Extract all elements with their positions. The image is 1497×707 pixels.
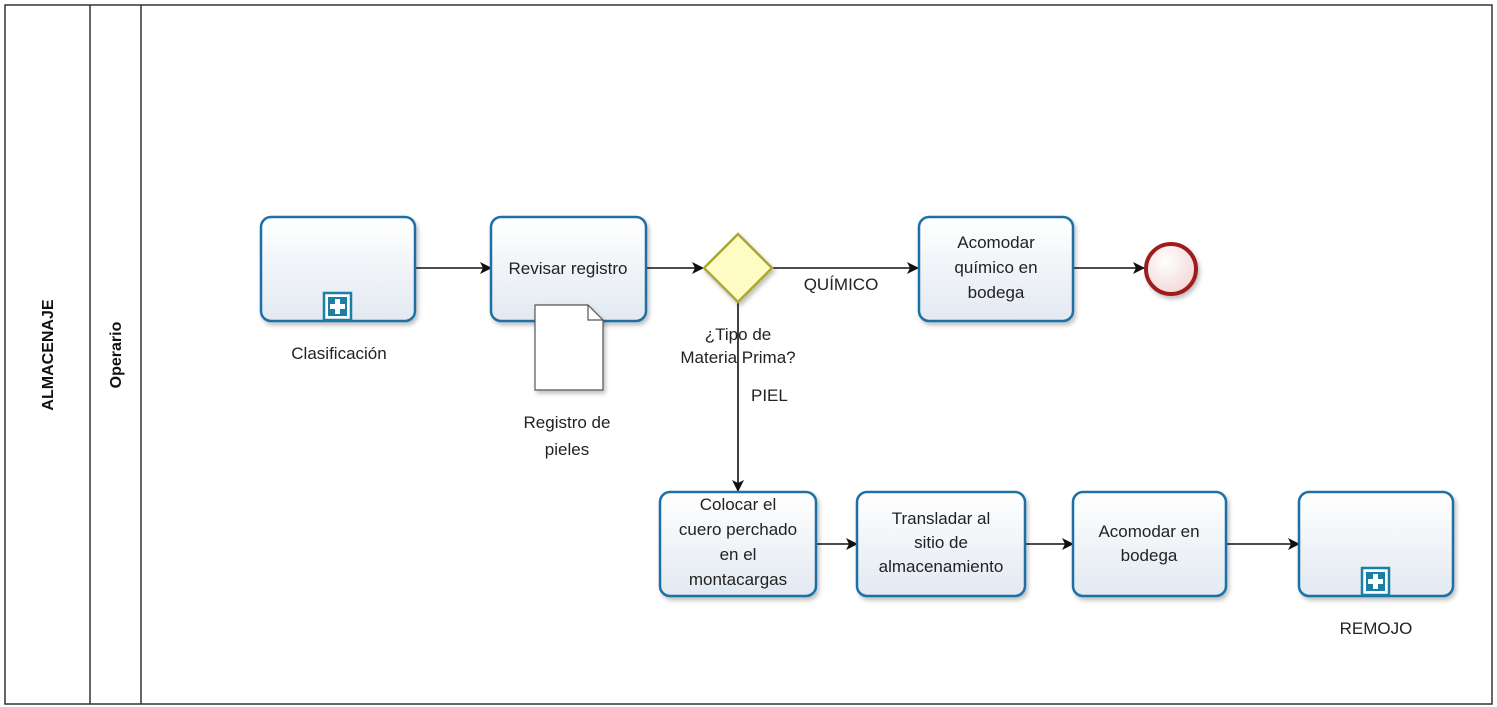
data-object-registro-pieles[interactable] [534, 304, 604, 391]
subprocess-plus-icon [1360, 566, 1391, 597]
task-acomodar-quimico[interactable]: Acomodar químico en bodega [917, 215, 1075, 323]
pool-frame [4, 4, 1493, 705]
task-transladar[interactable]: Transladar al sitio de almacenamiento [855, 490, 1027, 598]
acomodar-quimico-line2: químico en [954, 258, 1037, 277]
flow-label-piel: PIEL [751, 386, 788, 405]
revisar-registro-label: Revisar registro [508, 259, 627, 278]
clasificacion-label: Clasificación [291, 344, 386, 363]
registro-pieles-label-line2: pieles [545, 440, 589, 459]
colocar-line3: en el [720, 545, 757, 564]
gateway-label-line1: ¿Tipo de [705, 325, 771, 344]
acomodar-quimico-line3: bodega [968, 283, 1025, 302]
flow-label-quimico: QUÍMICO [804, 275, 879, 294]
sequence-flows [415, 262, 1300, 550]
transladar-line1: Transladar al [892, 509, 991, 528]
colocar-line4: montacargas [689, 570, 787, 589]
registro-pieles-label-line1: Registro de [524, 413, 611, 432]
subprocess-remojo[interactable] [1297, 490, 1455, 598]
colocar-line2: cuero perchado [679, 520, 797, 539]
task-colocar-cuero[interactable]: Colocar el cuero perchado en el montacar… [658, 490, 818, 598]
lane-label: Operario [108, 321, 125, 388]
task-revisar-registro[interactable]: Revisar registro [489, 215, 648, 323]
acomodar-quimico-line1: Acomodar [957, 233, 1035, 252]
end-event[interactable] [1144, 242, 1198, 296]
colocar-line1: Colocar el [700, 495, 777, 514]
pool-label: ALMACENAJE [40, 299, 57, 410]
acomodar-bodega-line2: bodega [1121, 546, 1178, 565]
transladar-line3: almacenamiento [879, 557, 1004, 576]
transladar-line2: sitio de [914, 533, 968, 552]
gateway-label-line2: Materia Prima? [680, 348, 795, 367]
exclusive-gateway[interactable] [702, 232, 774, 304]
task-acomodar-bodega[interactable]: Acomodar en bodega [1071, 490, 1228, 598]
subprocess-plus-icon [322, 291, 353, 322]
acomodar-bodega-line1: Acomodar en [1098, 522, 1199, 541]
remojo-label: REMOJO [1340, 619, 1413, 638]
subprocess-clasificacion[interactable] [259, 215, 417, 323]
